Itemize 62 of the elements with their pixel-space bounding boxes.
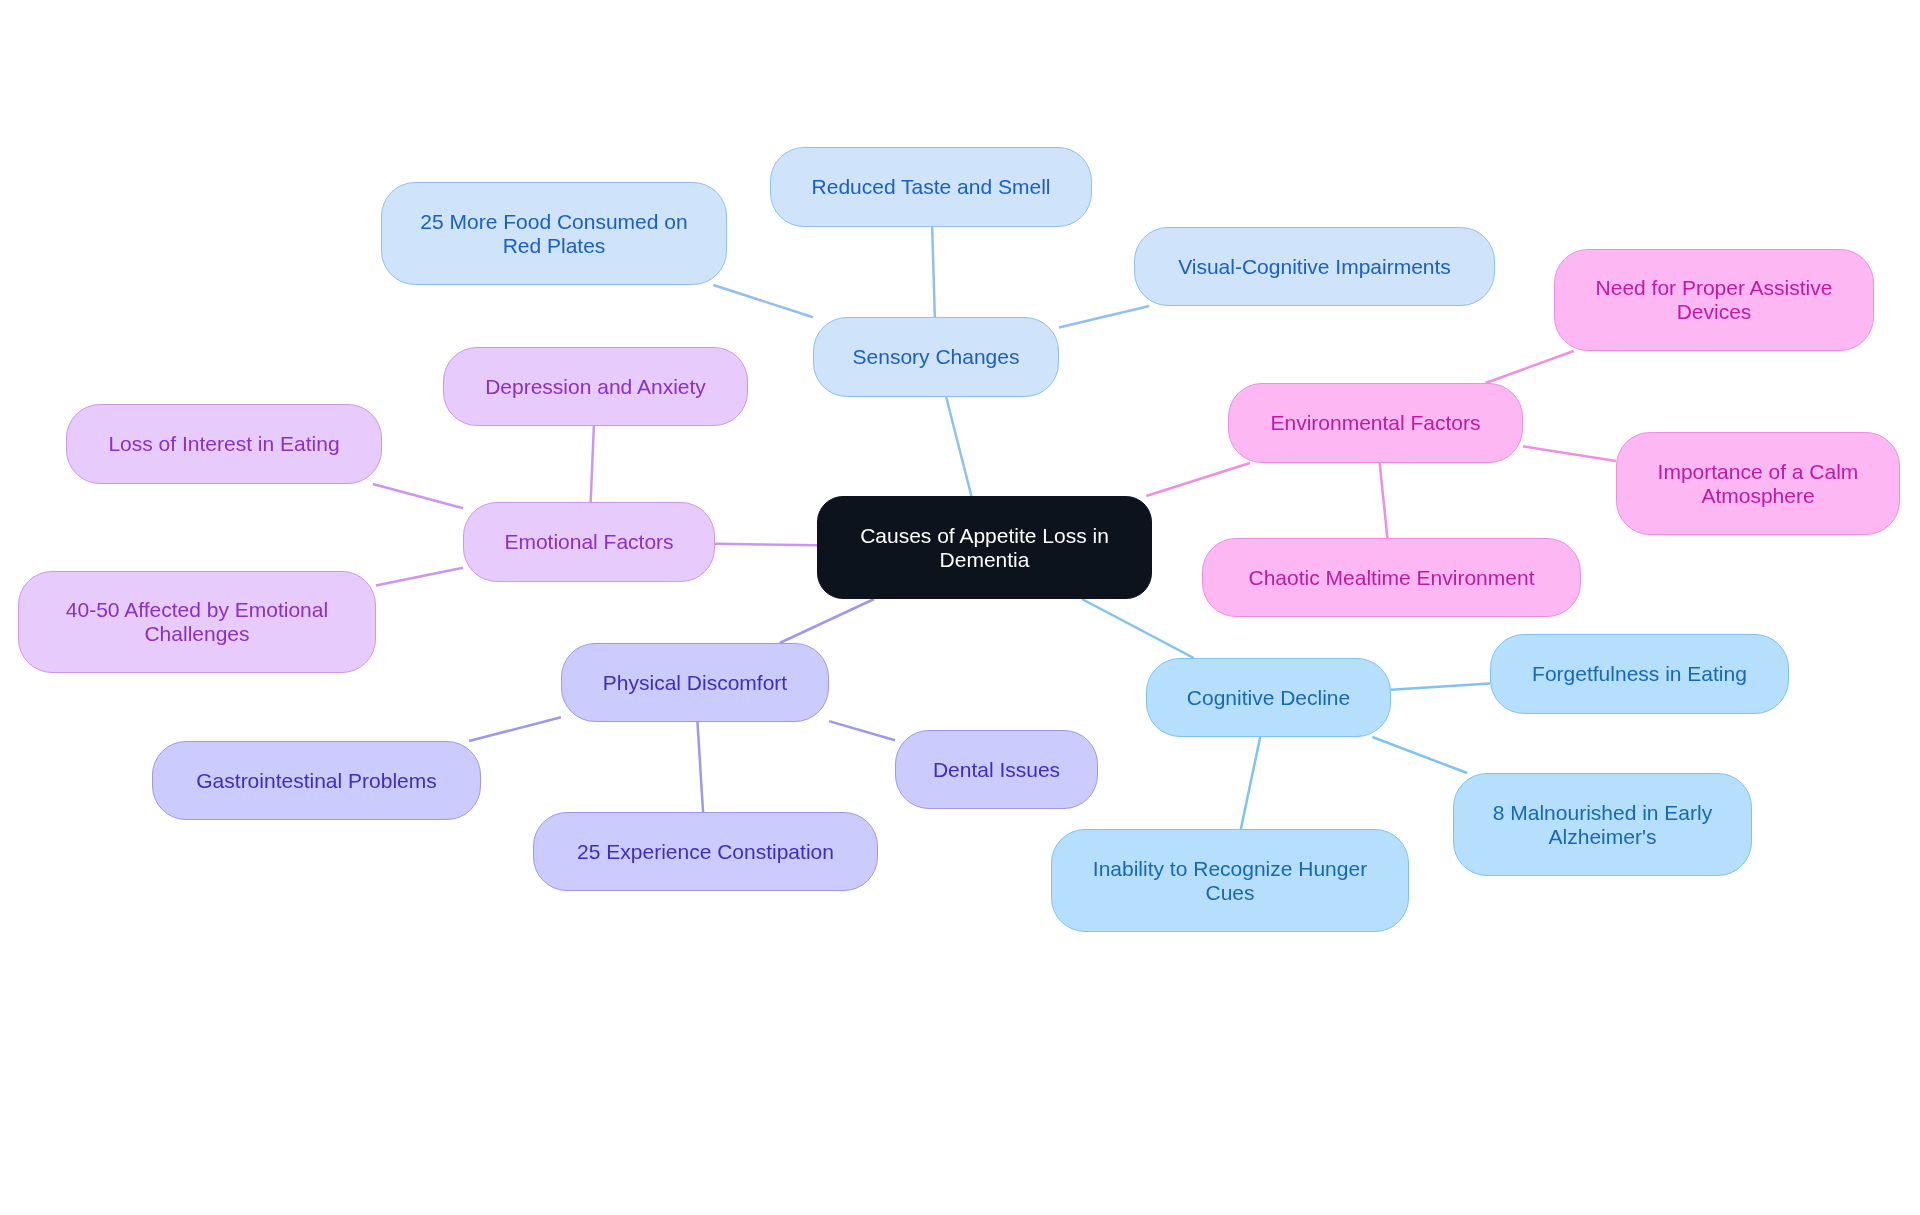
topic-box <box>770 147 1092 227</box>
topic-box <box>443 347 748 426</box>
topic-label: Reduced Taste and Smell <box>811 175 1051 199</box>
topic-label: Sensory Changes <box>852 345 1020 369</box>
topic-label: 25 More Food Consumed on Red Plates <box>419 209 689 258</box>
connector-line <box>1371 735 1468 775</box>
topic-box <box>1490 634 1789 714</box>
topic-label: 8 Malnourished in Early Alzheimer's <box>1491 800 1714 849</box>
connector-line <box>712 283 814 319</box>
topic-box <box>813 317 1059 397</box>
topic-label: Importance of a Calm Atmosphere <box>1656 459 1860 508</box>
central-topic-box <box>817 496 1152 599</box>
connector-line <box>828 719 896 742</box>
topic-box <box>561 643 829 722</box>
topic-box <box>66 404 382 484</box>
topic-box <box>1616 432 1900 535</box>
topic-box <box>1554 249 1874 351</box>
connector-line <box>1522 445 1617 463</box>
topic-box <box>381 182 727 285</box>
topic-label: Causes of Appetite Loss in Dementia <box>859 523 1110 572</box>
topic-label: Forgetfulness in Eating <box>1532 662 1747 686</box>
connector-line <box>1485 349 1575 385</box>
topic-label: Depression and Anxiety <box>485 374 706 399</box>
topic-box <box>152 741 481 820</box>
connector-line <box>779 597 875 645</box>
topic-box <box>1202 538 1581 617</box>
connector-line <box>930 226 937 318</box>
connector-line <box>696 721 705 813</box>
topic-label: Cognitive Decline <box>1186 685 1351 710</box>
topic-label: Loss of Interest in Eating <box>108 432 340 456</box>
connector-line <box>375 566 464 587</box>
connector-line <box>1145 461 1251 498</box>
topic-label: Chaotic Mealtime Environment <box>1248 565 1535 590</box>
topic-label: Emotional Factors <box>504 530 674 554</box>
connector-line <box>715 542 817 547</box>
topic-box <box>18 571 376 673</box>
connector-line <box>372 482 464 510</box>
topic-label: Need for Proper Assistive Devices <box>1594 276 1834 324</box>
topic-label: Dental Issues <box>932 757 1061 782</box>
topic-box <box>1146 658 1391 737</box>
topic-box <box>895 730 1098 809</box>
topic-label: Gastrointestinal Problems <box>196 768 437 793</box>
topic-box <box>1228 383 1523 463</box>
connector-line <box>1081 597 1195 660</box>
connector-line <box>1390 682 1491 691</box>
topic-box <box>463 502 715 582</box>
topic-label: 40-50 Affected by Emotional Challenges <box>64 598 330 646</box>
topic-label: Environmental Factors <box>1270 411 1481 435</box>
connector-line <box>468 716 562 743</box>
connector-line <box>1058 304 1150 329</box>
topic-label: Visual-Cognitive Impairments <box>1178 254 1451 279</box>
topic-label: Physical Discomfort <box>602 670 788 695</box>
topic-box <box>533 812 878 891</box>
topic-box <box>1051 829 1409 932</box>
topic-label: Inability to Recognize Hunger Cues <box>1091 856 1369 905</box>
connector-line <box>1239 736 1262 830</box>
topic-label: 25 Experience Constipation <box>577 839 834 864</box>
topic-box <box>1453 773 1752 876</box>
connector-line <box>589 425 596 503</box>
connector-line <box>944 396 973 497</box>
topic-box <box>1134 227 1495 306</box>
connector-line <box>1378 462 1389 539</box>
